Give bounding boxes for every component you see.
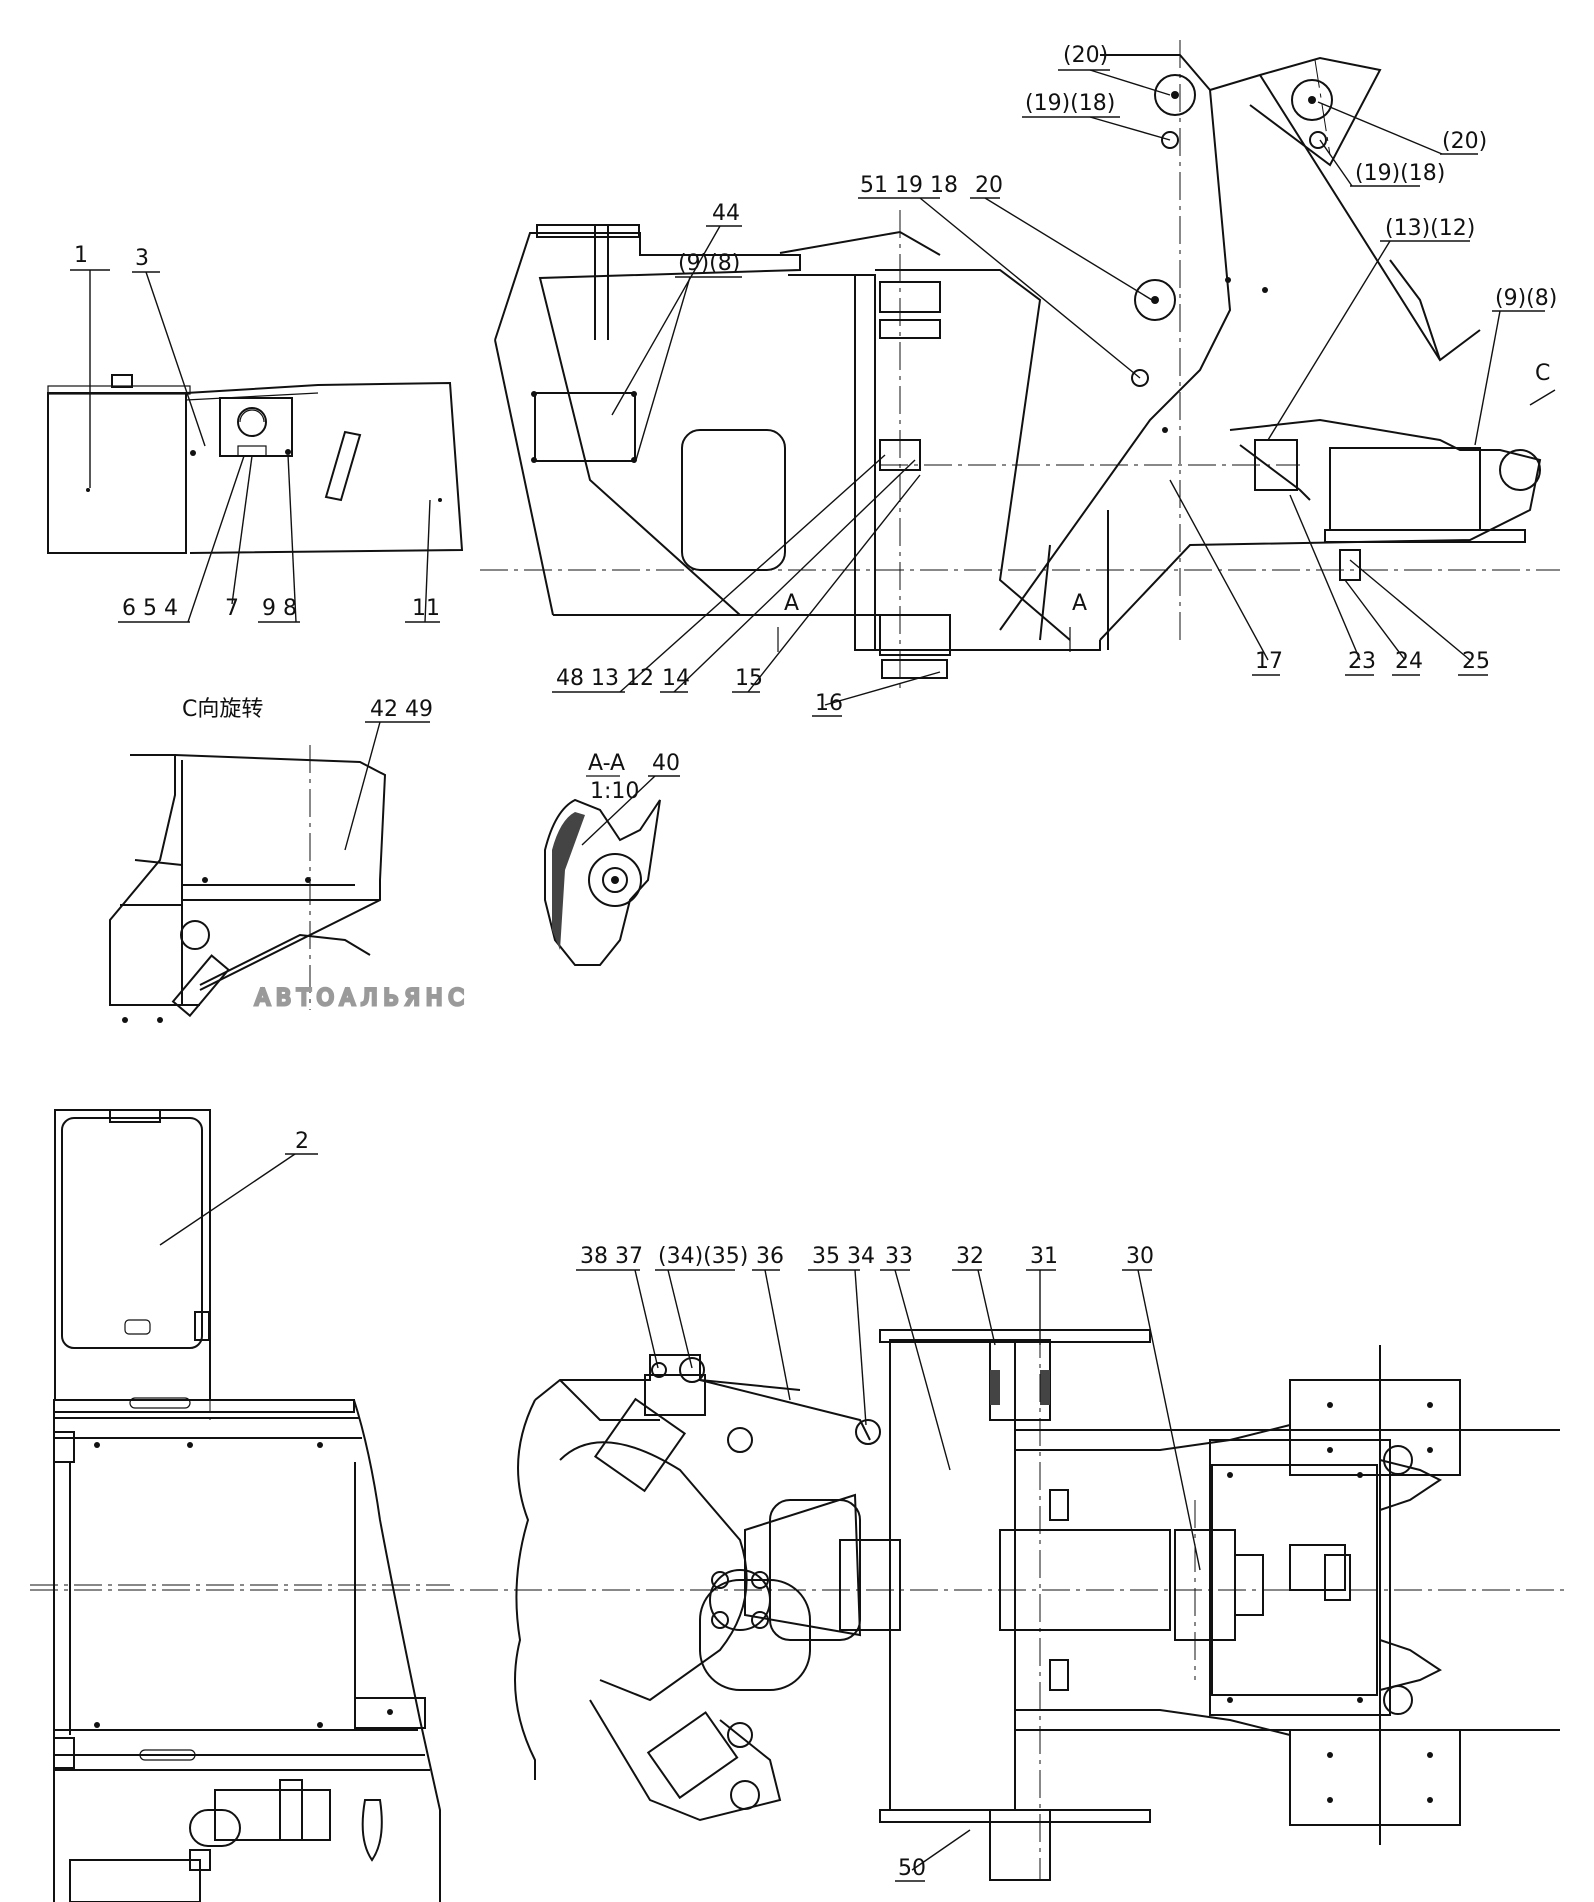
- callouts-top-left: 1 3 6 5 4 7 9 8 11: [70, 243, 440, 623]
- section-aa-title: A-A: [588, 751, 625, 776]
- direction-mark-c: C: [1535, 361, 1550, 386]
- rear-frame-side-view: A A C: [480, 40, 1560, 690]
- callout-9-8: 9 8: [262, 596, 297, 621]
- callout-1: 1: [74, 243, 88, 268]
- callout-33: 33: [885, 1244, 913, 1269]
- callouts-bottom-right: 38 37 (34)(35) 36 35 34 33 32 31 30 50: [576, 1244, 1201, 1882]
- callout-17: 17: [1255, 649, 1283, 674]
- watermark-text: АВТОАЛЬЯНС: [255, 986, 470, 1011]
- callout-36: 36: [756, 1244, 784, 1269]
- callout-19-18a: (19)(18): [1025, 91, 1115, 116]
- section-a-a: A-A 1:10: [544, 751, 661, 966]
- fuel-tank-view: [47, 374, 464, 554]
- callout-3: 3: [135, 246, 149, 271]
- callout-42-49: 42 49: [370, 697, 433, 722]
- callout-20c: 20: [975, 173, 1003, 198]
- callouts-top-right: (20) (19)(18) (20) (19)(18) 51 19 18 20 …: [552, 43, 1557, 717]
- section-mark-a-left: A: [784, 591, 799, 616]
- frame-top-view: [30, 1329, 1570, 1881]
- callout-2: 2: [295, 1129, 309, 1154]
- callout-30: 30: [1126, 1244, 1154, 1269]
- callout-50: 50: [898, 1856, 926, 1881]
- callout-19-18b: (19)(18): [1355, 161, 1445, 186]
- callout-25: 25: [1462, 649, 1490, 674]
- callout-20b: (20): [1442, 129, 1487, 154]
- callout-7: 7: [225, 596, 239, 621]
- section-mark-a-right: A: [1072, 591, 1087, 616]
- callout-40: 40: [652, 751, 680, 776]
- callout-38-37: 38 37: [580, 1244, 643, 1269]
- callout-13-12: (13)(12): [1385, 216, 1475, 241]
- callout-9-8b: (9)(8): [1495, 286, 1557, 311]
- callout-32: 32: [956, 1244, 984, 1269]
- tank-top-view: [30, 1109, 450, 1902]
- callout-31: 31: [1030, 1244, 1058, 1269]
- callout-6-5-4: 6 5 4: [122, 596, 178, 621]
- callout-35-34: 35 34: [812, 1244, 875, 1269]
- callouts-middle: 42 49 40: [344, 697, 680, 851]
- callout-48-13-12: 48 13 12: [556, 666, 654, 691]
- rotation-view-label: C向旋转: [182, 697, 263, 722]
- callout-14: 14: [662, 666, 690, 691]
- callouts-bottom-left: 2: [159, 1129, 318, 1246]
- callout-44: 44: [712, 201, 740, 226]
- callout-51-19-18: 51 19 18: [860, 173, 958, 198]
- callout-20a: (20): [1063, 43, 1108, 68]
- c-rotated-view: C向旋转: [109, 697, 387, 1023]
- callout-9-8a: (9)(8): [678, 251, 740, 276]
- callout-23: 23: [1348, 649, 1376, 674]
- section-aa-scale: 1:10: [590, 779, 639, 804]
- callout-34-35a: (34)(35): [658, 1244, 748, 1269]
